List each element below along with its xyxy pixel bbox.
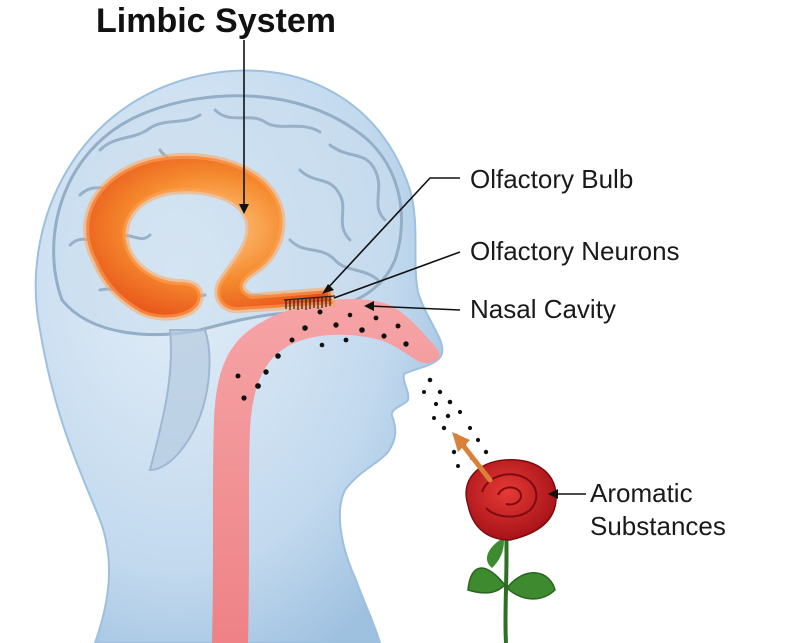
nasal-cavity [212, 299, 440, 643]
olfactory-bulb-arrowhead [322, 284, 334, 294]
olfactory-bulb-label: Olfactory Bulb [470, 164, 633, 194]
nasal-cavity-leader-line [369, 305, 461, 311]
limbic-system [83, 152, 337, 321]
olfactory-neurons-label: Olfactory Neurons [470, 236, 680, 266]
rose [465, 459, 557, 643]
aromatic-substances-label-line1: Aromatic [590, 478, 693, 508]
rose-leaf-right [505, 572, 556, 600]
nasal-cavity-label: Nasal Cavity [470, 294, 616, 324]
nasal-cavity-arrowhead [364, 301, 374, 311]
odor-particles [235, 309, 489, 468]
limbic-leader-arrowhead [239, 204, 249, 214]
aromatic-substances-label-line2: Substances [590, 511, 726, 541]
olfactory-neurons [283, 295, 336, 310]
rose-leaf-left [467, 567, 507, 594]
olfactory-neurons-leader-line [333, 251, 461, 299]
olfactory-bulb-leader-line [325, 177, 460, 291]
limbic-system-title: Limbic System [96, 2, 336, 40]
aromatic-arrowhead [548, 489, 558, 499]
aroma-arrow [452, 432, 493, 483]
